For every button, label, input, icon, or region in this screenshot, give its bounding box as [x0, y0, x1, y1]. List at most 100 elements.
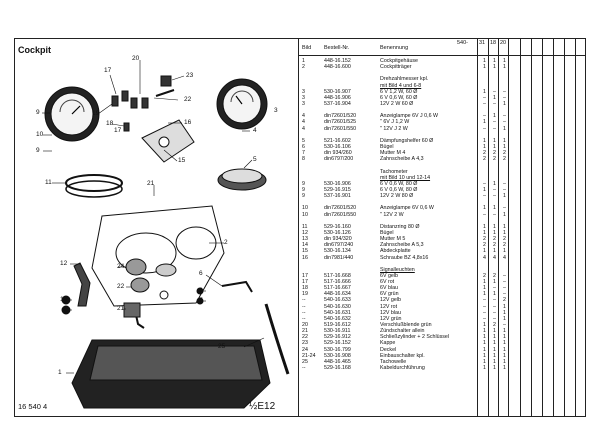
row-bild: 19 — [302, 291, 308, 298]
row-qty-31: 1 — [483, 143, 486, 150]
row-bild: 9 — [302, 193, 305, 200]
row-qty-20: 1 — [503, 248, 506, 255]
rev-counter-drawing — [216, 78, 268, 130]
row-bild: 21-24 — [302, 352, 316, 359]
callout-11: 11 — [45, 179, 52, 186]
row-qty-20: 1 — [503, 346, 506, 353]
row-benennung: " 6V J 1,2 W — [380, 119, 410, 126]
row-bestell-nr: 517-16.667 — [324, 285, 351, 292]
callout-9a: 9 — [36, 109, 40, 116]
row-qty-31: 2 — [483, 272, 486, 279]
callout-20: 20 — [132, 55, 140, 62]
row-qty-31: 1 — [483, 322, 486, 329]
callout-7: 7 — [199, 297, 203, 304]
row-qty-31: – — [483, 309, 486, 316]
row-bestell-nr: 529-16.168 — [324, 365, 351, 372]
row-benennung: " 12V 2 W — [380, 211, 404, 218]
row-bestell-nr: 530-16.906 — [324, 180, 351, 187]
row-benennung: 12V grün — [380, 315, 402, 322]
lid-24 — [125, 258, 147, 276]
row-bild: 17 — [302, 279, 308, 286]
col-divider — [488, 38, 489, 417]
row-qty-18: 1 — [493, 229, 496, 236]
callout-16: 16 — [184, 119, 192, 126]
signal-lamps — [111, 90, 149, 132]
row-qty-20: 1 — [503, 143, 506, 150]
row-qty-31: 1 — [483, 137, 486, 144]
row-bestell-nr: din72601/525 — [324, 119, 357, 126]
row-bild: 21 — [302, 328, 308, 335]
row-qty-20: 4 — [503, 254, 506, 261]
row-bestell-nr: 521-16.602 — [324, 137, 351, 144]
row-qty-18: – — [493, 88, 496, 95]
row-qty-31: 1 — [483, 205, 486, 212]
row-bestell-nr: 448-16.906 — [324, 94, 351, 101]
row-qty-31: 1 — [483, 352, 486, 359]
row-qty-18: 1 — [493, 58, 496, 64]
row-bild: -- — [302, 297, 306, 304]
callout-1: 1 — [58, 369, 62, 376]
row-qty-18: 1 — [493, 340, 496, 347]
row-qty-20: 1 — [503, 315, 506, 322]
row-qty-20: 1 — [503, 303, 506, 310]
callout-23: 23 — [186, 72, 194, 79]
row-qty-31: – — [483, 297, 486, 304]
row-qty-20: 2 — [503, 297, 506, 304]
header-benennung: Benennung — [380, 45, 409, 51]
row-bestell-nr: 529-16.915 — [324, 186, 351, 193]
row-benennung: Anzeiglampe 6V 0,6 W — [380, 205, 434, 212]
row-bild: -- — [302, 365, 306, 372]
row-qty-18: 1 — [493, 180, 496, 187]
row-benennung: 12V 2 W 60 Ø — [380, 100, 414, 107]
row-qty-20: 2 — [503, 156, 506, 163]
callout-21a: 21 — [147, 180, 155, 187]
row-bestell-nr: 530-16.126 — [324, 229, 351, 236]
tachometer-drawing — [44, 86, 100, 142]
row-benennung: Deckel — [380, 346, 397, 353]
row-bild: 7 — [302, 150, 305, 157]
row-bestell-nr: 530-16.134 — [324, 248, 351, 255]
row-bestell-nr: din72601/550 — [324, 125, 357, 132]
header-bild: Bild — [302, 45, 312, 51]
row-bild: -- — [302, 309, 306, 316]
row-bild: 3 — [302, 94, 305, 101]
row-bild: 3 — [302, 100, 305, 107]
row-qty-20: – — [503, 272, 506, 279]
row-qty-18: 2 — [493, 272, 496, 279]
row-qty-20: 1 — [503, 137, 506, 144]
col-divider — [553, 38, 554, 417]
row-qty-20: 1 — [503, 58, 506, 64]
callout-5: 5 — [253, 156, 257, 163]
row-qty-20: 1 — [503, 334, 506, 341]
row-qty-18: – — [493, 309, 496, 316]
row-qty-31: 2 — [483, 236, 486, 243]
row-qty-18: 1 — [493, 223, 496, 230]
row-benennung: mit Bild 4 und 6-8 — [380, 82, 422, 89]
row-qty-31: 1 — [483, 285, 486, 292]
row-qty-31: – — [483, 193, 486, 200]
callout-12: 12 — [60, 260, 68, 267]
row-qty-18: 2 — [493, 236, 496, 243]
row-qty-18: 4 — [493, 254, 496, 261]
row-bild: -- — [302, 303, 306, 310]
row-qty-18: – — [493, 303, 496, 310]
callout-17b: 17 — [114, 127, 122, 134]
row-bild: 25 — [302, 358, 308, 365]
row-qty-18: 2 — [493, 322, 496, 329]
row-bestell-nr: din7981/440 — [324, 254, 354, 261]
row-bild: 10 — [302, 211, 308, 218]
row-bild: 5 — [302, 137, 305, 144]
